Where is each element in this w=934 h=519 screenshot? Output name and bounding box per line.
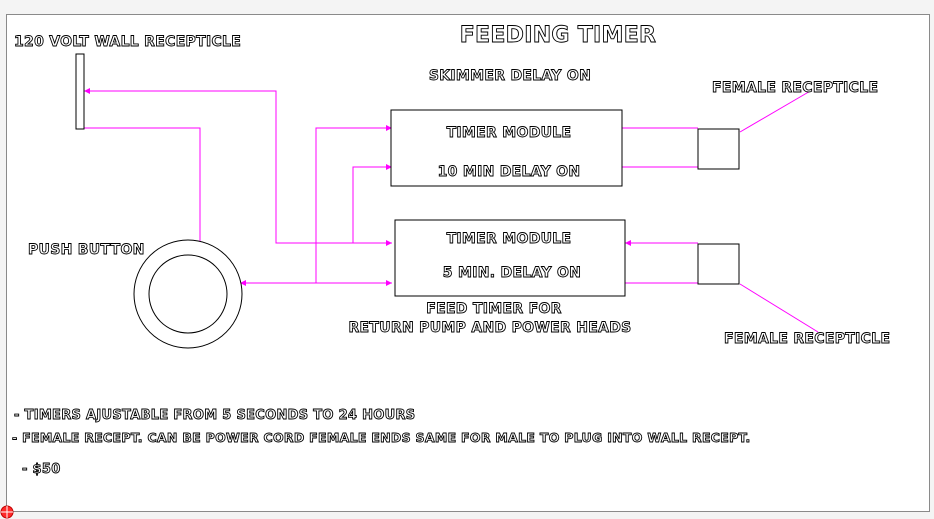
wire-arrows [84,88,631,286]
module-2-delay: 5 MIN. DELAY ON [443,265,581,281]
leader-female-bottom [739,283,819,333]
arrow-pushbutton [240,280,246,286]
arrow-wall [84,88,90,94]
module-1-delay: 10 MIN DELAY ON [438,164,581,180]
ucs-icon [0,505,14,519]
label-female-receptacle-top: FEMALE RECEPTICLE [712,80,878,96]
arrow-module1-mid [386,164,392,170]
label-push-button: PUSH BUTTON [28,242,145,258]
female-receptacle-bottom-shape [697,243,740,285]
timer-module-2-box [394,219,626,297]
wall-receptacle-shape [75,53,85,130]
arrow-module1-top [386,125,392,131]
label-skimmer-delay: SKIMMER DELAY ON [429,68,591,84]
push-button-inner [148,254,228,334]
timer-module-1-box [390,109,623,187]
note-timer-range: - TIMERS AJUSTABLE FROM 5 SECONDS TO 24 … [14,408,415,423]
wires [84,89,819,333]
note-price: - $50 [22,462,61,477]
module-1-title: TIMER MODULE [447,125,572,141]
arrow-module2-top [386,240,392,246]
arrow-module2-out-top [625,240,631,246]
wire-bus-to-module1-mid [352,166,392,243]
female-receptacle-top-shape [697,128,740,170]
diagram-title: FEEDING TIMER [460,23,657,48]
arrow-module2-bottom [386,280,392,286]
label-feed-timer-line1: FEED TIMER FOR [426,301,562,317]
wire-bus-to-module1-top [315,127,392,283]
label-female-receptacle-bottom: FEMALE RECEPTICLE [724,331,890,347]
label-feed-timer-line2: RETURN PUMP AND POWER HEADS [348,320,631,336]
leader-female-top [739,89,813,133]
label-wall-receptacle: 120 VOLT WALL RECEPTICLE [14,34,241,50]
wire-wall-to-pushbutton [84,127,201,245]
wire-wall-to-module2 [84,90,392,244]
module-2-title: TIMER MODULE [447,231,572,247]
note-female-recept: - FEMALE RECEPT. CAN BE POWER CORD FEMAL… [12,430,751,445]
